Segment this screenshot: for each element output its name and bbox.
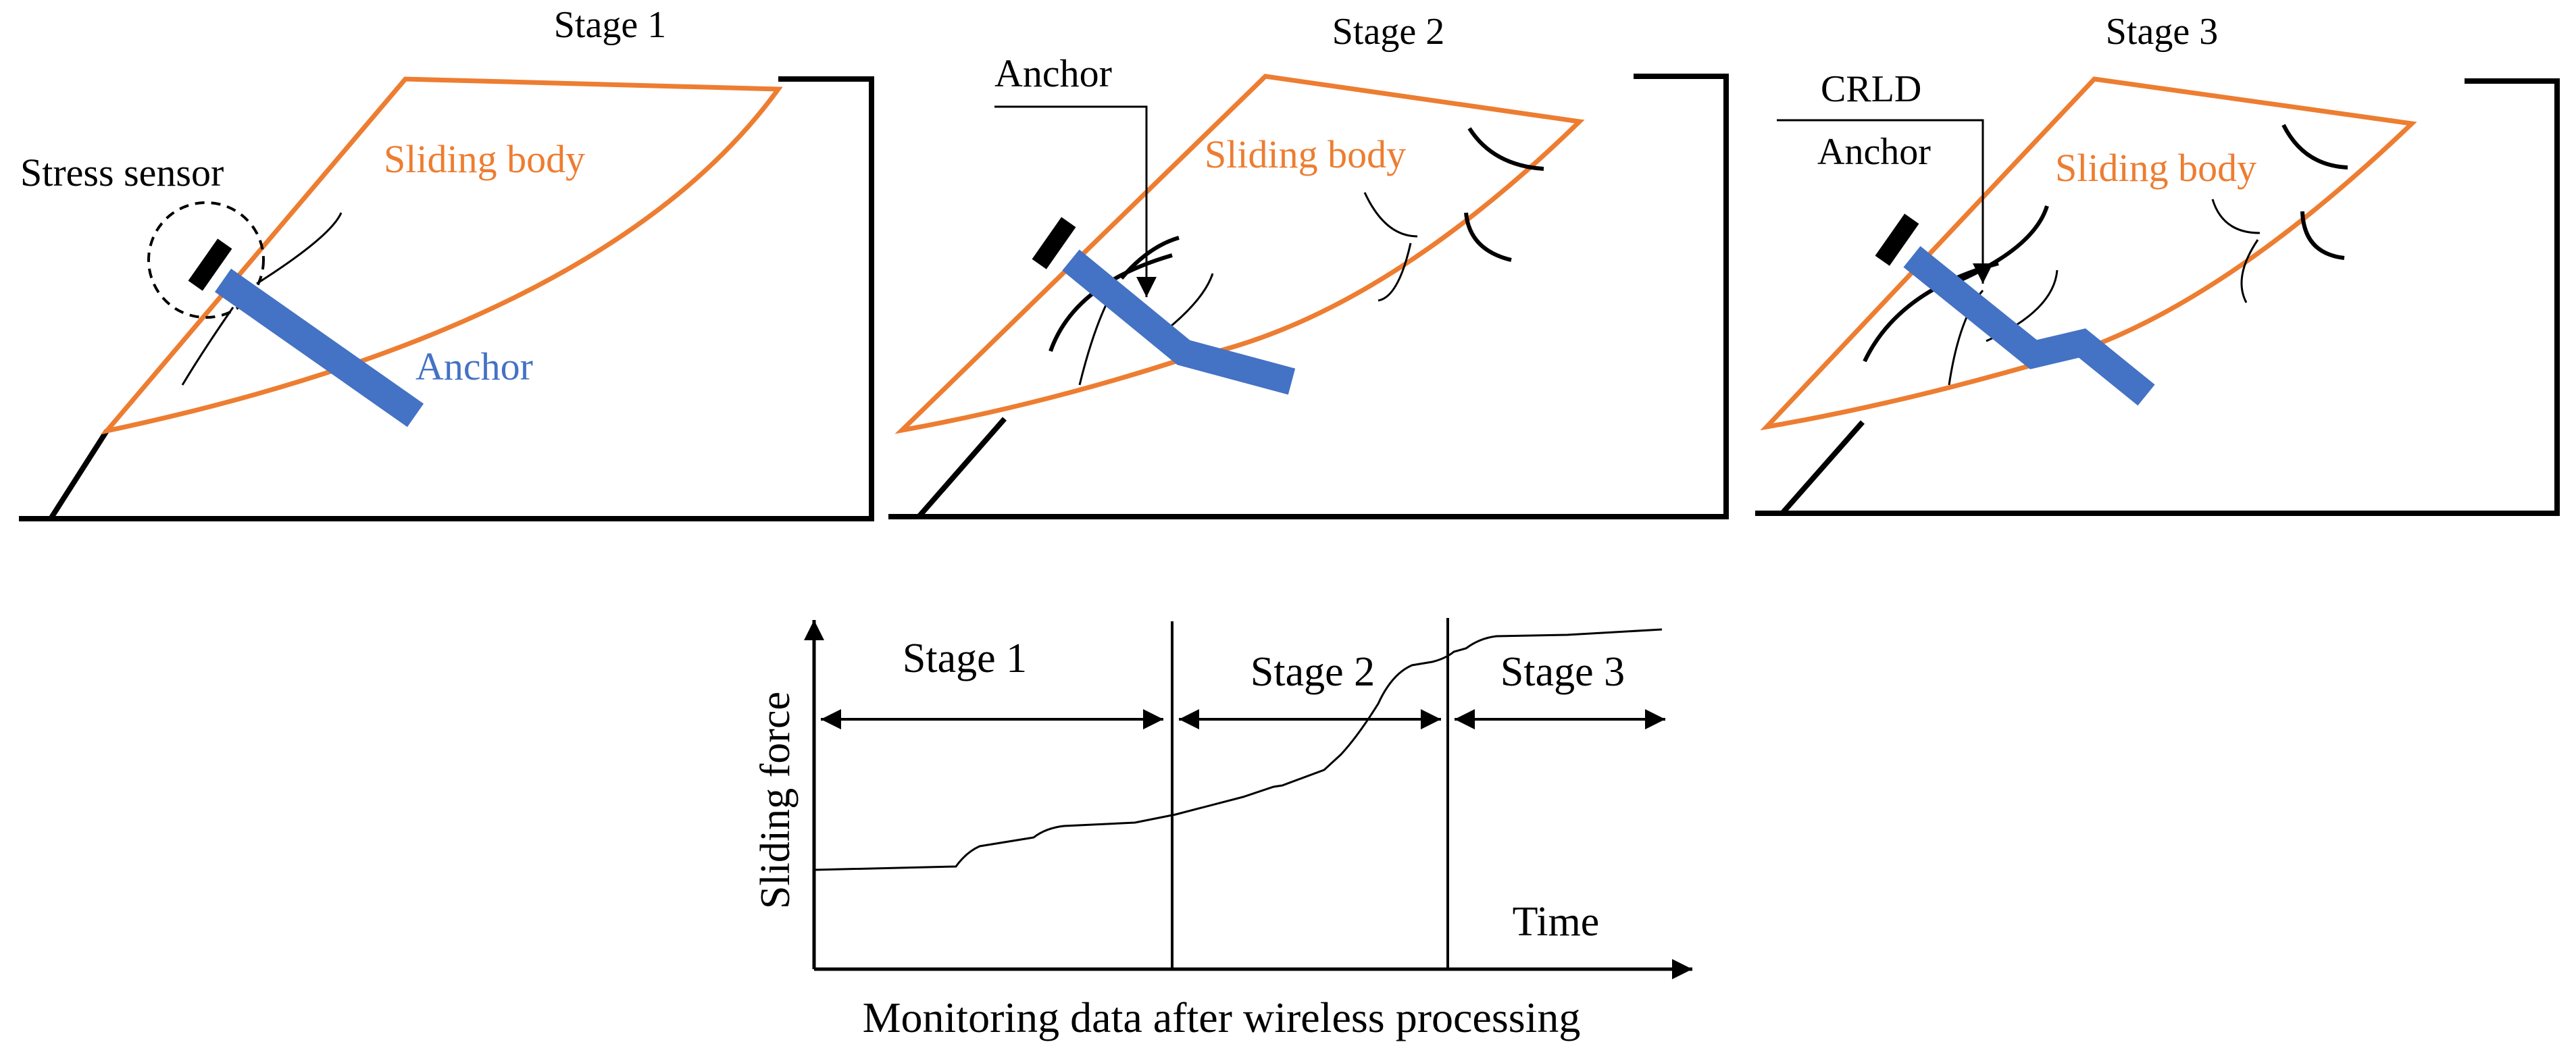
graph-caption: Monitoring data after wireless processin…	[863, 993, 1581, 1041]
stage-3-title: Stage 3	[2106, 11, 2218, 53]
stage-3-device-leader	[1973, 119, 1993, 284]
graph-x-label: Time	[1513, 899, 1600, 945]
stage-1-anchor-head	[188, 238, 232, 291]
stage-1-panel: Stage 1 Sliding body Stress sensor Ancho…	[19, 4, 874, 521]
stage-2-anchor	[1062, 249, 1296, 395]
stage-3-crack	[2240, 239, 2259, 303]
crld-label: CRLD	[1821, 68, 1921, 110]
stage-3-slope-profile	[1755, 78, 2560, 516]
stage-2-crack	[1363, 192, 1418, 238]
stage-1-crack	[181, 307, 234, 386]
stage-3-crack	[2300, 211, 2345, 260]
sliding-force-graph: Stage 1 Stage 2 Stage 3 Sliding force Ti…	[753, 618, 1692, 1041]
stage-2-slope-profile	[888, 74, 1729, 519]
stage-3-crack	[1948, 205, 2049, 287]
graph-stage-1-label: Stage 1	[903, 636, 1027, 681]
stage-1-slope-profile	[19, 76, 874, 521]
stage-1-title: Stage 1	[554, 4, 666, 46]
stage-3-anchor-label: Anchor	[1817, 131, 1931, 173]
stage-3-sliding-body-label: Sliding body	[2055, 146, 2256, 190]
stage-2-crack	[1464, 212, 1512, 262]
stage-2-sliding-body-outline	[894, 74, 1585, 434]
stage-2-anchor-leader	[994, 105, 1157, 297]
graph-stage-3-label: Stage 3	[1500, 649, 1625, 695]
sliding-force-curve	[813, 628, 1663, 871]
stage-3-crack	[1863, 261, 1999, 363]
stage-1-sliding-body-label: Sliding body	[384, 137, 585, 181]
stage-3-panel: Stage 3 Sliding body CRLD Anchor	[1755, 11, 2560, 516]
stage-3-crack	[2211, 199, 2261, 234]
graph-y-label: Sliding force	[753, 692, 799, 909]
stage-2-crack	[1378, 242, 1412, 302]
stage-2-anchor-label: Anchor	[994, 51, 1112, 95]
stress-sensor-label: Stress sensor	[20, 151, 224, 195]
stage-1-anchor	[214, 268, 424, 428]
stage-3-anchor	[1903, 246, 2155, 406]
stage-2-title: Stage 2	[1332, 11, 1444, 53]
stage-2-anchor-head	[1032, 217, 1076, 269]
stage-2-panel: Stage 2 Sliding body Anchor	[888, 11, 1729, 519]
stage-2-crack	[1467, 127, 1544, 171]
stage-1-crack	[256, 212, 343, 285]
stage-3-anchor-head	[1875, 213, 1919, 266]
graph-stage-2-label: Stage 2	[1251, 649, 1375, 695]
stage-2-sliding-body-label: Sliding body	[1205, 132, 1406, 176]
stage-3-crack	[2281, 124, 2348, 170]
stage-1-anchor-label: Anchor	[415, 344, 533, 388]
stage-1-sliding-body-outline	[100, 76, 783, 435]
stress-sensor-highlight	[147, 201, 265, 319]
stage-2-crack	[1119, 236, 1180, 280]
